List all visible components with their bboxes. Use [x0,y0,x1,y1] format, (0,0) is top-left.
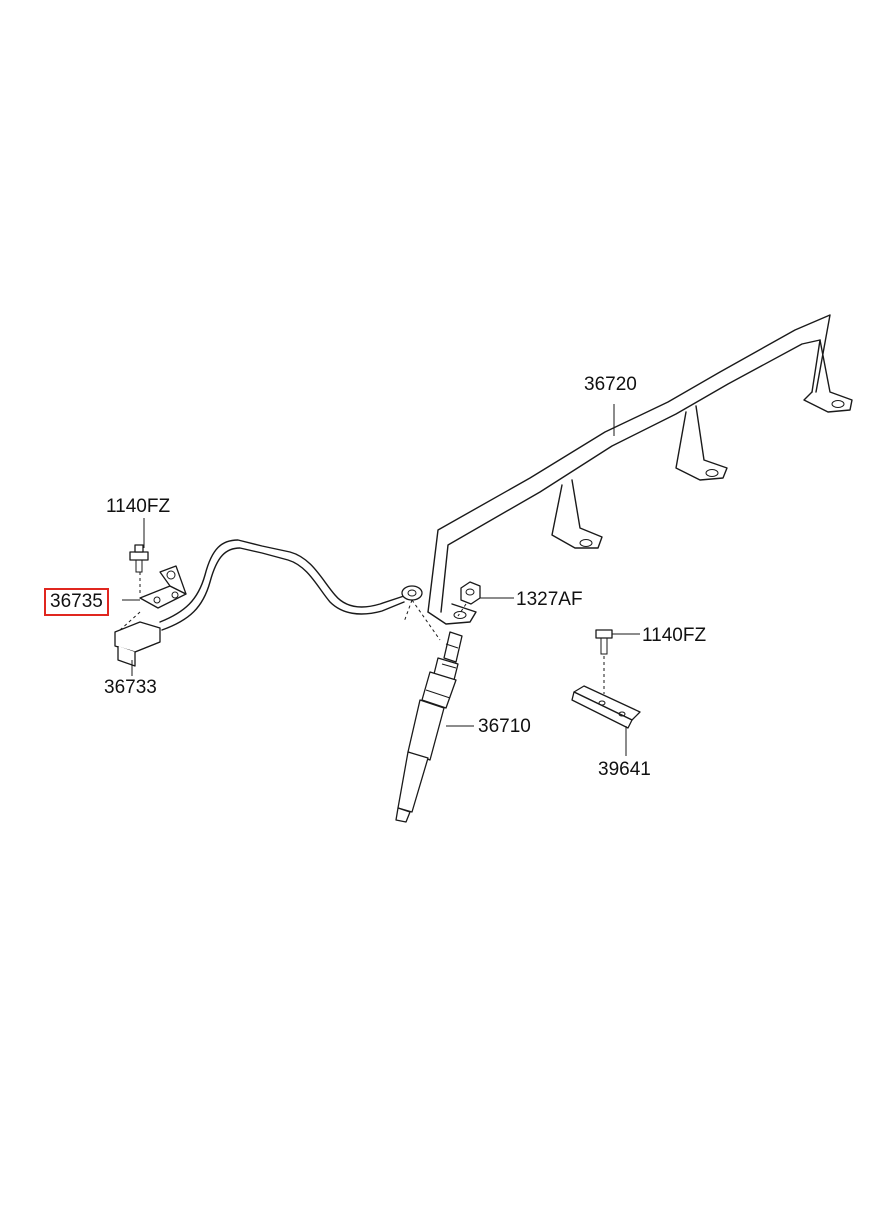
mounting-plate [571,685,641,729]
label-36735-highlighted[interactable]: 36735 [44,588,109,616]
bolt-lower-right [595,629,613,694]
label-39641[interactable]: 39641 [598,759,651,780]
label-1140fz-lower[interactable]: 1140FZ [642,625,707,646]
leader-lines [122,404,640,756]
harness-wire [159,539,441,641]
label-36710[interactable]: 36710 [478,716,531,737]
label-1327af[interactable]: 1327AF [516,589,583,610]
connector-bracket [139,565,187,609]
label-36733[interactable]: 36733 [104,677,157,698]
glow-plug [395,631,463,823]
harness-connector [114,611,161,667]
label-1140fz-upper[interactable]: 1140FZ [106,496,171,517]
harness-bus-bar [427,314,853,625]
bolt-upper-left [129,544,149,573]
nut [457,581,481,617]
label-36720[interactable]: 36720 [584,374,637,395]
